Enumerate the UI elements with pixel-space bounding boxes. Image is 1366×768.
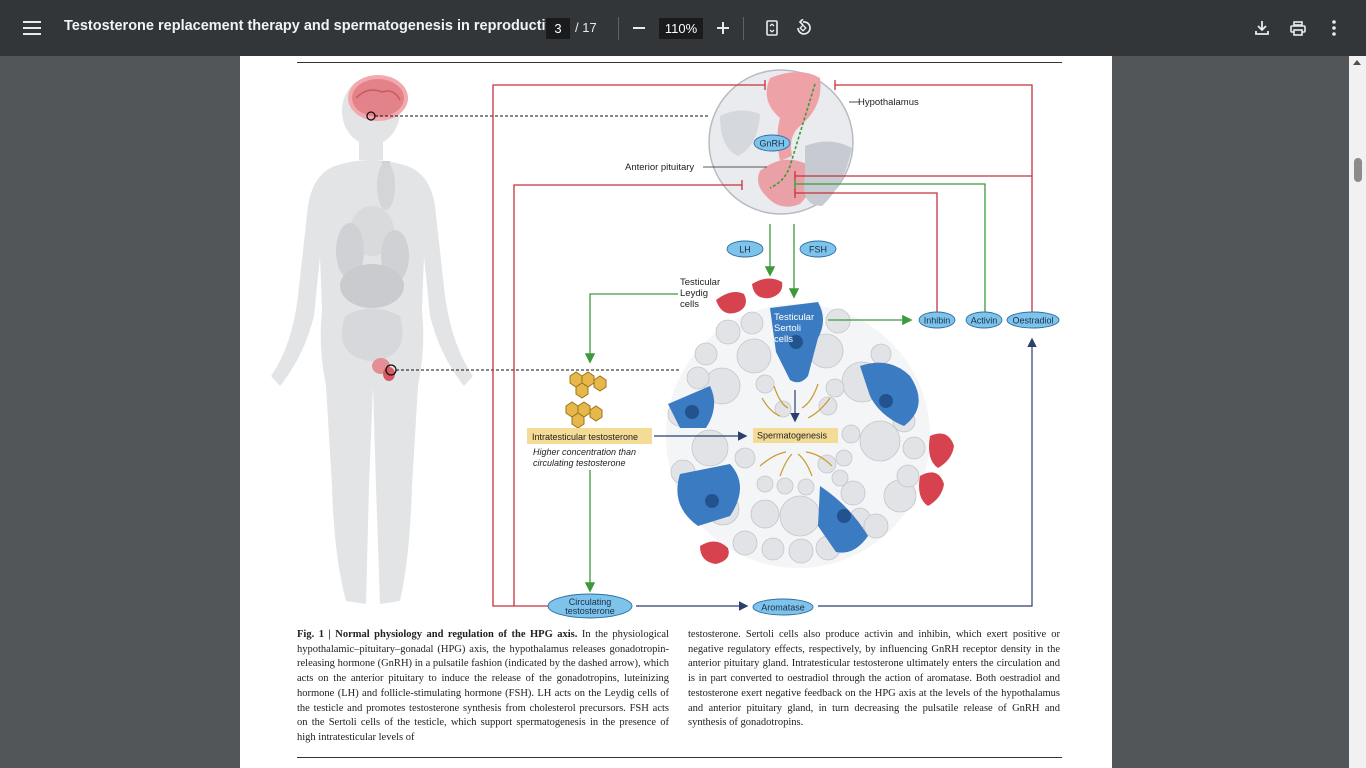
divider — [618, 17, 619, 40]
top-rule — [297, 62, 1062, 63]
zoom-level-input[interactable]: 110% — [659, 18, 703, 39]
more-options-button[interactable] — [1316, 10, 1352, 46]
print-button[interactable] — [1280, 10, 1316, 46]
zoom-in-button[interactable] — [705, 10, 741, 46]
pdf-page: Hypothalamus GnRH Anterior pituitary — [240, 56, 1112, 768]
vertical-scrollbar[interactable] — [1349, 56, 1366, 768]
sertoli-label-2: Sertoli — [774, 323, 801, 334]
spermatogenesis-label: Spermatogenesis — [757, 431, 828, 441]
anterior-pituitary-label: Anterior pituitary — [625, 162, 694, 173]
pdf-viewer[interactable]: Hypothalamus GnRH Anterior pituitary — [0, 56, 1366, 768]
higher-concentration-note-1: Higher concentration than — [533, 447, 636, 457]
sertoli-label-3: cells — [774, 334, 793, 345]
plus-icon — [717, 22, 729, 34]
leydig-label-1: Testicular — [680, 277, 720, 288]
human-body-illustration — [271, 75, 473, 604]
rotate-icon — [797, 19, 811, 35]
circulating-testosterone-label-2: testosterone — [565, 606, 615, 616]
download-button[interactable] — [1244, 10, 1280, 46]
sertoli-label-1: Testicular — [774, 312, 814, 323]
activin-label: Activin — [971, 316, 998, 326]
rotate-button[interactable] — [785, 10, 821, 46]
menu-icon[interactable] — [14, 10, 50, 46]
document-title: Testosterone replacement therapy and spe… — [64, 18, 565, 34]
activin-feedback-line — [795, 183, 986, 312]
bottom-rule — [297, 757, 1062, 758]
page-total: / 17 — [575, 20, 597, 35]
figure-caption-right: testosterone. Sertoli cells also produce… — [688, 629, 1060, 729]
lh-label: LH — [739, 245, 751, 255]
intratesticular-testosterone-label: Intratesticular testosterone — [532, 432, 638, 442]
scroll-up-arrow-icon[interactable] — [1353, 60, 1361, 65]
gnrh-label: GnRH — [759, 139, 784, 149]
divider — [743, 17, 744, 40]
testosterone-molecule-icon — [565, 371, 607, 429]
scroll-thumb[interactable] — [1354, 158, 1362, 182]
hypothalamus-label: Hypothalamus — [858, 97, 919, 108]
fit-page-icon — [766, 20, 778, 36]
minus-icon — [633, 27, 645, 29]
inhibin-label: Inhibin — [924, 316, 951, 326]
aromatase-label: Aromatase — [761, 603, 805, 613]
zoom-out-button[interactable] — [621, 10, 657, 46]
negative-feedback-lines — [492, 80, 1033, 607]
caption-left-text: In the physiological hypothalamic–pituit… — [297, 629, 670, 743]
print-icon — [1290, 20, 1306, 36]
leydig-label-3: cells — [680, 299, 699, 310]
fit-page-button[interactable] — [754, 10, 790, 46]
hpg-axis-figure: Hypothalamus GnRH Anterior pituitary — [271, 69, 1060, 619]
oestradiol-label: Oestradiol — [1012, 316, 1053, 326]
page-number-input[interactable]: 3 — [546, 18, 570, 39]
pdf-toolbar: Testosterone replacement therapy and spe… — [0, 0, 1366, 56]
fsh-label: FSH — [809, 245, 827, 255]
more-vert-icon — [1332, 20, 1336, 36]
figure-caption-left: Fig. 1 | Normal physiology and regulatio… — [297, 628, 669, 746]
leydig-label-2: Leydig — [680, 288, 708, 299]
figure-label: Fig. 1 | Normal physiology and regulatio… — [297, 629, 578, 640]
download-icon — [1255, 21, 1269, 35]
circulating-testosterone-label-1: Circulating — [569, 597, 612, 607]
higher-concentration-note-2: circulating testosterone — [533, 458, 626, 468]
